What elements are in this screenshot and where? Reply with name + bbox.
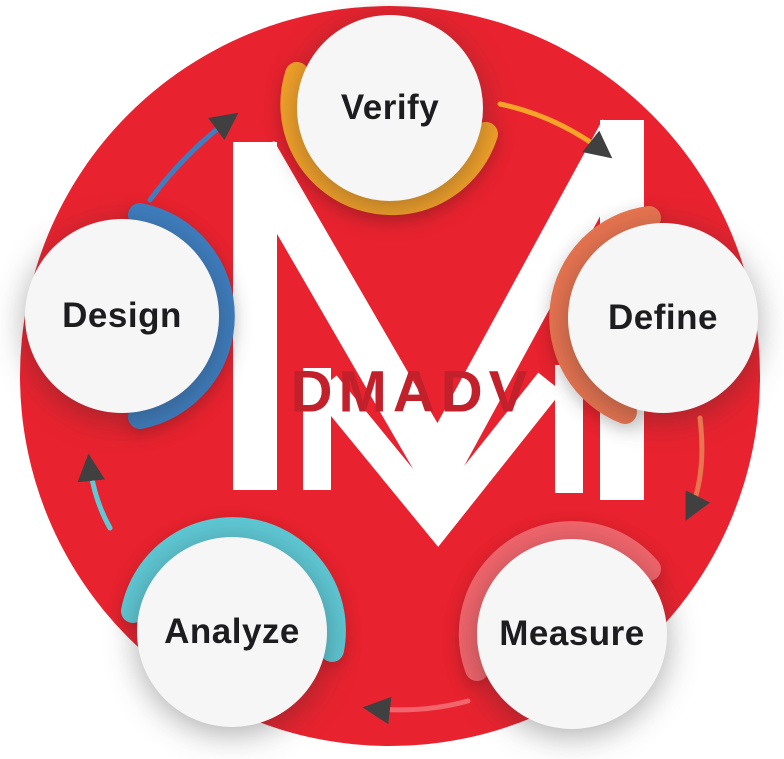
center-title: DMADV [290, 359, 534, 425]
m-logo-outer-v [235, 119, 642, 513]
arrow-design-to-verify [147, 112, 239, 203]
arc-measure [458, 521, 661, 681]
node-circle-measure [477, 539, 667, 729]
node-label-analyze: Analyze [164, 612, 300, 651]
arc-define [549, 206, 661, 424]
arc-analyze [121, 517, 346, 662]
node-circle-analyze [137, 537, 327, 727]
arc-design [128, 203, 235, 429]
arrow-verify-to-define [497, 101, 613, 159]
node-circle-design [25, 219, 219, 413]
node-label-measure: Measure [499, 614, 645, 653]
node-label-define: Define [608, 298, 718, 337]
m-logo-inner-v [313, 372, 562, 547]
node-circle-define [568, 223, 758, 413]
node-circle-verify [297, 15, 483, 201]
arrow-analyze-to-design [77, 453, 113, 531]
node-label-verify: Verify [340, 88, 440, 127]
node-label-design: Design [62, 296, 182, 335]
m-logo-inner-left-bar [303, 368, 331, 490]
arrow-define-to-measure [685, 415, 711, 521]
arrow-measure-to-analyze [362, 696, 471, 725]
arc-verify [280, 62, 498, 216]
